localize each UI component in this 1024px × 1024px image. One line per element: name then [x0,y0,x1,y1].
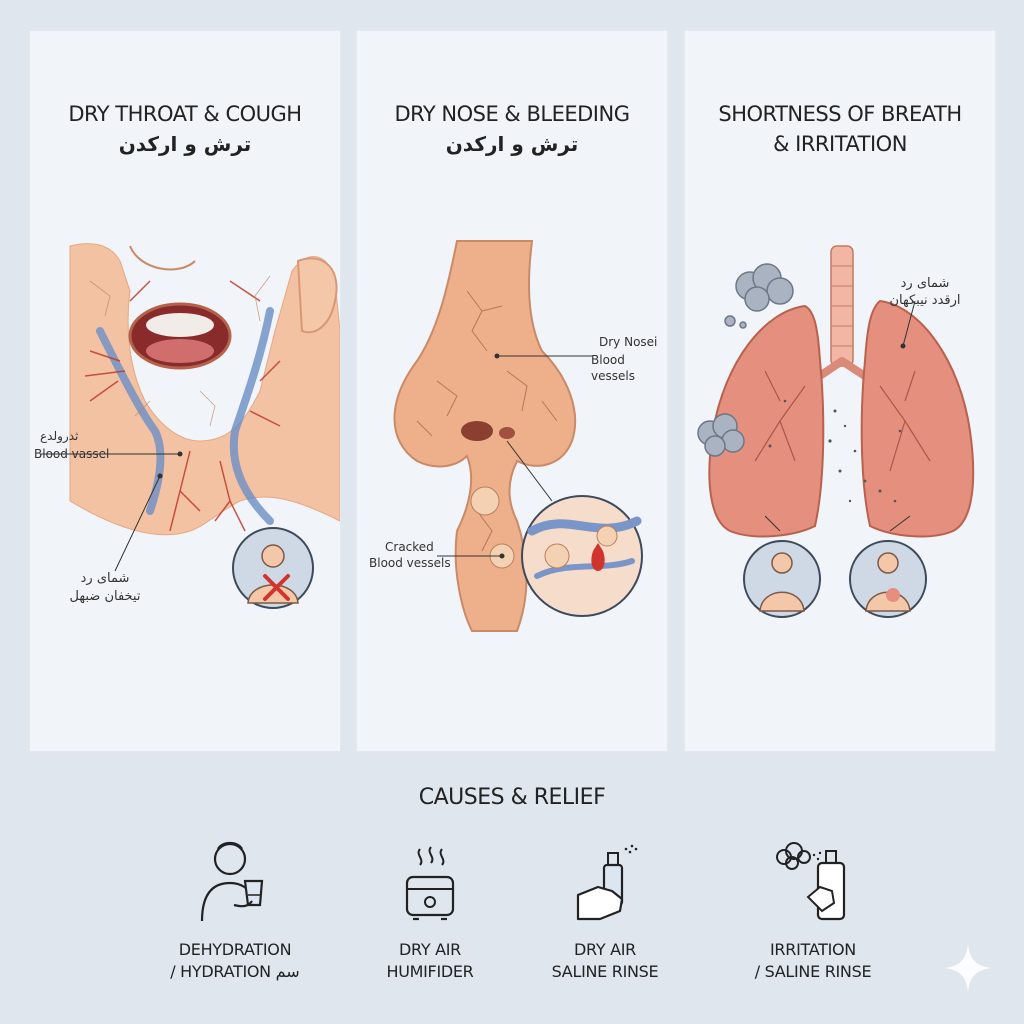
relief-item-saline-rinse: DRY AIR SALINE RINSE [520,835,690,983]
throat-illustration [40,243,340,609]
panel-title: SHORTNESS OF BREATH & IRRITATION [685,99,995,159]
vessel-label-farsi: ثدرولدع [40,429,79,443]
panel-dry-nose: DRY NOSE & BLEEDING ترش و ارکدن Dry N [357,31,667,751]
relief-label-line1: IRRITATION [770,940,856,959]
nose-illustration [393,240,643,632]
saline-spray-icon [576,844,638,921]
relief-item-humidifier: DRY AIR HUMIFIDER [345,835,515,983]
relief-label-line2: HUMIFIDER [386,962,474,981]
lungs-label-line2: ارقدد نیبکهان [889,293,961,308]
relief-item-hydration: DEHYDRATION / HYDRATION سم [150,835,320,983]
relief-label-line1: DRY AIR [574,940,636,959]
bottom-label-line1: شمای رد [80,571,130,586]
lungs-illustration [697,245,975,618]
relief-label-line2: SALINE RINSE [551,962,659,981]
relief-label-line2: / HYDRATION سم [170,962,300,981]
panel-shortness-of-breath: SHORTNESS OF BREATH & IRRITATION [685,31,995,751]
spray-bottle-icon [776,842,846,921]
relief-item-irritation: IRRITATION / SALINE RINSE [728,835,898,983]
relief-label-line2: / SALINE RINSE [754,962,872,981]
relief-heading: CAUSES & RELIEF [418,785,606,810]
panel-title: DRY NOSE & BLEEDING ترش و ارکدن [357,99,667,159]
sparkle-icon [944,944,992,992]
cracked-label: Cracked [385,540,434,554]
dry-nose-label: Dry Nosei [599,335,658,349]
drinking-water-icon [200,841,264,922]
panel-title-text: DRY THROAT & COUGH [68,102,302,126]
panel-dry-throat: DRY THROAT & COUGH ترش و ارکدن [30,31,340,751]
panel-title-text: DRY NOSE & BLEEDING [394,102,630,126]
humidifier-icon [405,846,455,921]
relief-label-line1: DRY AIR [399,940,461,959]
panel-subtitle: ترش و ارکدن [118,132,252,156]
panel-title-line2: & IRRITATION [773,132,907,156]
vessel-label: Blood vassel [34,447,110,461]
lungs-label-line1: شمای رد [900,276,950,291]
bottom-label-line2: تیخفان ضبهل [69,589,141,604]
panel-title: DRY THROAT & COUGH ترش و ارکدن [30,99,340,159]
panel-subtitle: ترش و ارکدن [445,132,579,156]
panel-title-text: SHORTNESS OF BREATH [718,102,962,126]
relief-label-line1: DEHYDRATION [178,940,292,959]
blood-vessels-label: Blood vessels [591,353,635,383]
cracked-vessels-label: Blood vessels [369,556,451,570]
